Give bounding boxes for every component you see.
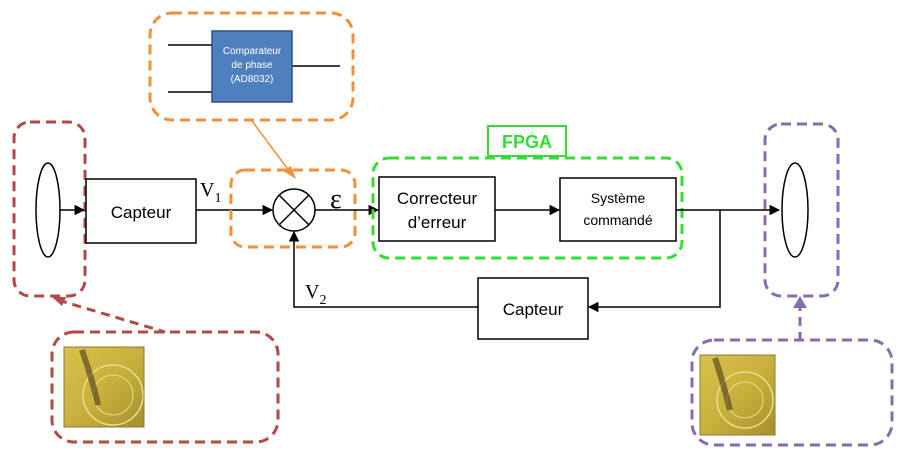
comparator-callout <box>148 11 355 122</box>
antenna1-icon <box>35 162 61 258</box>
systeme-label-1: Système <box>591 190 646 206</box>
fpga-label: FPGA <box>502 132 552 152</box>
feedback-line-right <box>587 210 721 313</box>
correcteur-label-2: d’erreur <box>408 213 467 232</box>
systeme-label-2: commandé <box>583 212 652 228</box>
summing-node-group <box>229 168 357 249</box>
correcteur-box <box>378 176 496 242</box>
antenna1-photo <box>63 346 145 428</box>
comparator-label-3: (AD8032) <box>231 74 274 85</box>
feedback-line-left <box>288 230 478 308</box>
antenna1-callout-connector <box>57 298 166 334</box>
antenna2-photo <box>699 354 776 436</box>
comparator-label-2: de phase <box>231 60 273 71</box>
v1-label: V1 <box>200 179 221 206</box>
antenna2-group <box>763 122 840 298</box>
capteur-bottom-box <box>477 277 589 340</box>
epsilon-label: ε <box>330 184 342 215</box>
systeme-box <box>559 177 677 242</box>
comparator-block <box>211 30 293 103</box>
callout-connector-head <box>283 166 296 179</box>
antenna2-icon <box>781 162 809 258</box>
comparator-label-1: Comparateur <box>223 46 282 57</box>
antenna1-callout-head <box>52 297 66 306</box>
capteur-bottom-label: Capteur <box>503 300 564 319</box>
fpga-label-box <box>487 125 567 157</box>
fpga-group <box>371 156 684 260</box>
summing-node-cross-b <box>278 194 310 226</box>
correcteur-label-1: Correcteur <box>397 189 478 208</box>
callout-connector <box>251 120 291 173</box>
antenna1-callout <box>50 330 280 444</box>
capteur-top-label: Capteur <box>111 203 172 222</box>
v2-label: V2 <box>305 281 326 308</box>
capteur-top-box <box>85 178 197 244</box>
antenna2-callout-head <box>793 296 807 308</box>
